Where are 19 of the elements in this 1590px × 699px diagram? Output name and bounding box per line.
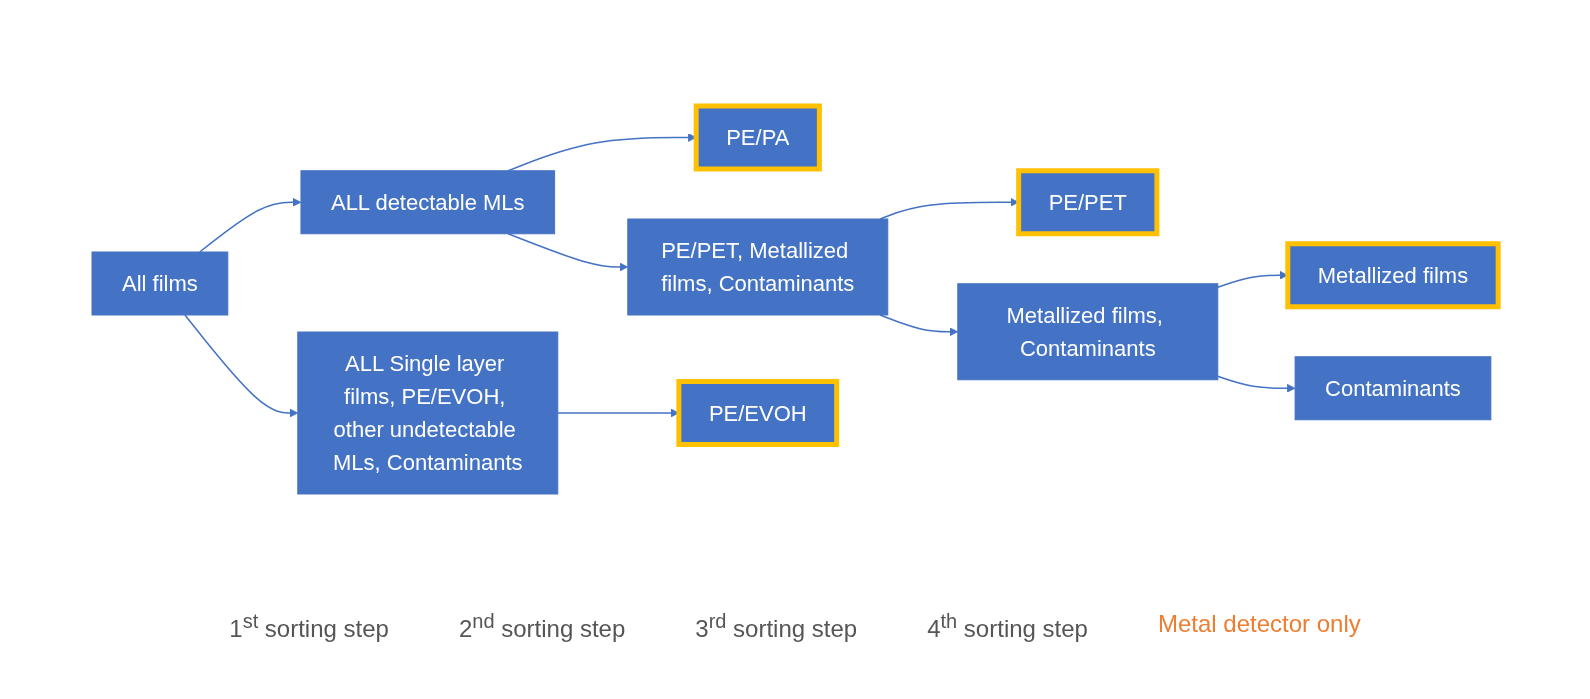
step-label: 4$^{th}$ sorting step (927, 610, 1088, 643)
step-label: 3$^{rd}$ sorting step (695, 610, 858, 643)
node-box: Metallized films (1285, 241, 1501, 310)
node-box: Contaminants (1294, 356, 1492, 421)
node-box: ALL detectable MLs (300, 170, 555, 235)
step-label: 1$^{st}$ sorting step (229, 610, 389, 643)
node-box: PE/PET (1016, 168, 1160, 237)
node-box: PE/PA (693, 103, 822, 172)
step-label: 2$^{nd}$ sorting step (458, 610, 626, 643)
arrow (198, 197, 302, 253)
arrow (1216, 375, 1296, 393)
node-box: PE/PET, Metallized films, Contaminants (627, 218, 889, 316)
arrow (507, 233, 629, 272)
node-box: PE/EVOH (676, 379, 840, 447)
node-box: Metallized films, Contaminants (957, 283, 1219, 381)
node-box: All films (91, 251, 229, 316)
arrow (184, 314, 299, 418)
node-box: ALL Single layer films, PE/EVOH, other undetectable MLs, Contaminants (297, 331, 559, 495)
note-text: Metal detector only (1157, 610, 1361, 639)
